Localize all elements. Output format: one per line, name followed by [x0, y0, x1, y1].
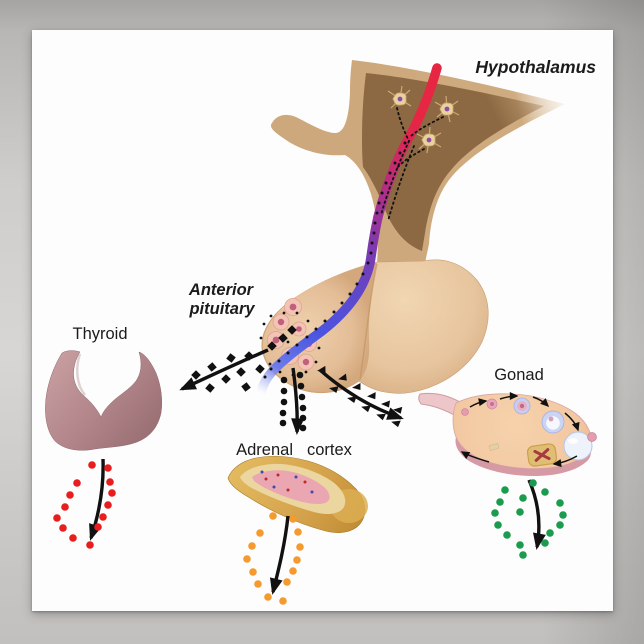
thyroid-gland — [45, 350, 163, 451]
follicle-cycle-arrows — [460, 392, 580, 468]
hypophyseal-portal-vessel — [256, 63, 444, 399]
neurosecretory-axons — [380, 107, 444, 222]
neuron — [416, 126, 442, 154]
gonad-ovary — [418, 392, 597, 476]
medulla-specks — [260, 470, 314, 494]
poster: Hypothalamus Anterior pituitary Thyroid … — [32, 30, 613, 611]
neuron — [387, 85, 412, 109]
arrow-to-gonad — [318, 368, 404, 420]
hormone-dots-in-vessel — [263, 141, 407, 379]
label-adrenal-word2: cortex — [307, 441, 353, 459]
label-anterior-pituitary-line2: pituitary — [188, 300, 255, 318]
label-adrenal-word1: Adrenal — [236, 441, 293, 459]
corpus-luteum — [526, 443, 558, 467]
hypothalamus-structure — [270, 60, 565, 263]
label-hypothalamus: Hypothalamus — [475, 57, 596, 77]
neuron — [434, 95, 460, 123]
ovary-stalk — [418, 392, 461, 417]
thyroid-hormone-stream — [53, 458, 116, 549]
adrenal-medulla — [252, 470, 330, 505]
adrenal-gland — [227, 456, 368, 533]
gonadotropin-symbols — [317, 365, 403, 428]
corpus-albicans — [488, 443, 500, 451]
acth-symbols — [279, 371, 307, 432]
ovary-rim — [455, 437, 591, 476]
hypothalamus-inner — [362, 73, 544, 251]
endocrine-diagram: Hypothalamus Anterior pituitary Thyroid … — [45, 57, 597, 605]
label-thyroid: Thyroid — [72, 325, 127, 343]
lobe-crease — [359, 263, 378, 381]
follicle-stages — [461, 397, 597, 467]
tropic-hormone-arrows — [179, 348, 404, 435]
gonad-hormone-stream — [491, 479, 567, 559]
arrow-to-thyroid — [179, 348, 269, 391]
label-gonad: Gonad — [494, 366, 544, 384]
arrow-to-adrenal — [291, 367, 305, 435]
label-anterior-pituitary-line1: Anterior — [188, 281, 255, 299]
adrenal-hormone-stream — [243, 512, 304, 605]
